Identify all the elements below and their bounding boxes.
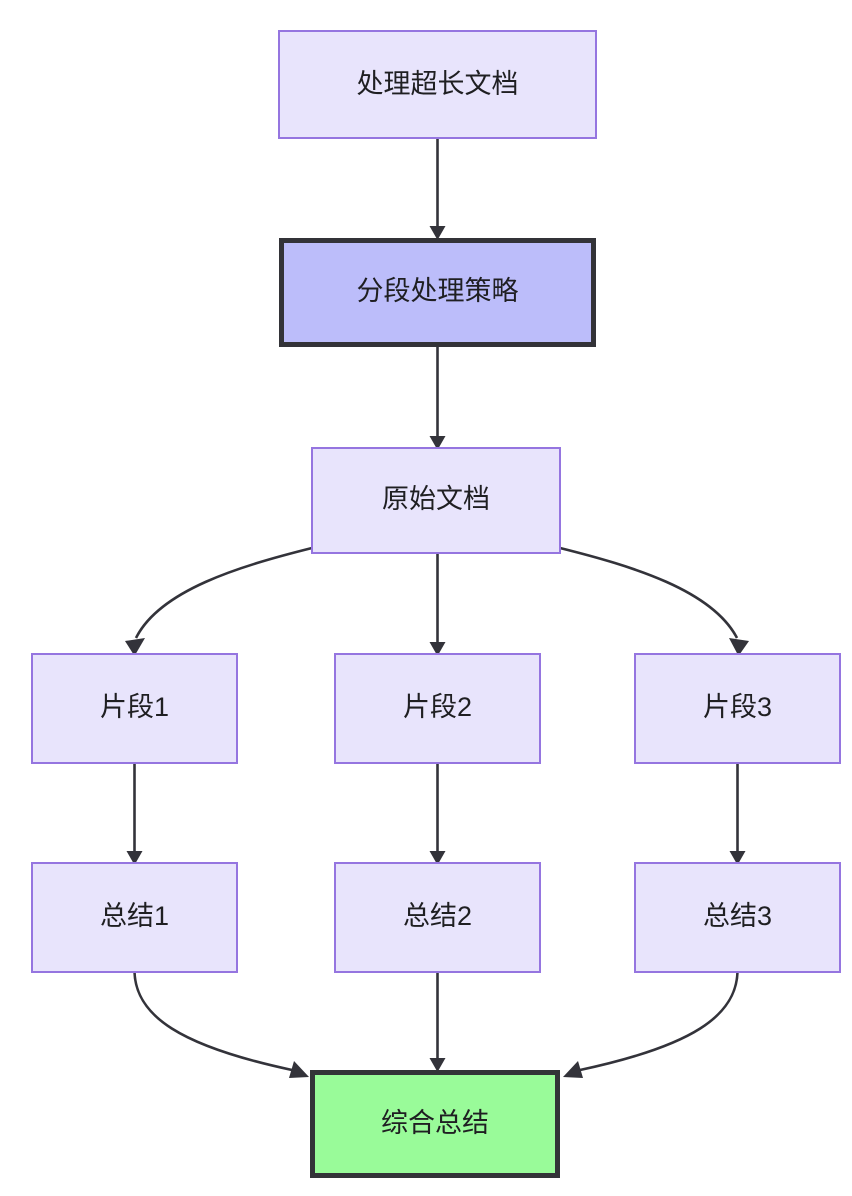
node-comprehensive-summary[interactable]: 综合总结 <box>310 1070 560 1178</box>
node-label-chunk-2: 片段2 <box>403 692 472 722</box>
node-chunking-strategy[interactable]: 分段处理策略 <box>279 238 596 347</box>
node-label-summary-1: 总结1 <box>100 901 169 931</box>
edge-source-to-chunk1 <box>125 546 313 656</box>
node-process-long-document[interactable]: 处理超长文档 <box>278 30 597 139</box>
edge-source-to-chunk3 <box>559 546 749 656</box>
edge-summary3-to-final <box>563 971 739 1078</box>
edge-layer <box>125 138 749 1078</box>
node-chunk-2[interactable]: 片段2 <box>334 653 541 764</box>
edge-summary2-to-final <box>429 972 446 1072</box>
edge-process-to-strategy <box>429 138 446 240</box>
node-summary-1[interactable]: 总结1 <box>31 862 238 973</box>
node-label-summary-2: 总结2 <box>403 901 472 931</box>
node-layer: 处理超长文档 分段处理策略 原始文档 片段1 片段2 <box>31 30 841 1178</box>
node-chunk-3[interactable]: 片段3 <box>634 653 841 764</box>
edge-source-to-chunk2 <box>429 553 446 656</box>
node-chunk-1[interactable]: 片段1 <box>31 653 238 764</box>
node-summary-3[interactable]: 总结3 <box>634 862 841 973</box>
node-source-document[interactable]: 原始文档 <box>311 447 561 554</box>
edge-chunk2-to-summary2 <box>429 763 446 865</box>
node-label-summary-3: 总结3 <box>703 901 772 931</box>
edge-summary1-to-final <box>133 971 309 1078</box>
node-label-process-long-document: 处理超长文档 <box>357 69 519 99</box>
edge-chunk1-to-summary1 <box>126 763 143 865</box>
edge-chunk3-to-summary3 <box>729 763 746 865</box>
node-label-chunk-3: 片段3 <box>703 692 772 722</box>
node-label-source-document: 原始文档 <box>382 484 490 514</box>
node-label-chunk-1: 片段1 <box>100 692 169 722</box>
node-label-comprehensive-summary: 综合总结 <box>381 1108 489 1138</box>
edge-strategy-to-source <box>429 347 446 450</box>
node-label-chunking-strategy: 分段处理策略 <box>357 276 519 306</box>
node-summary-2[interactable]: 总结2 <box>334 862 541 973</box>
